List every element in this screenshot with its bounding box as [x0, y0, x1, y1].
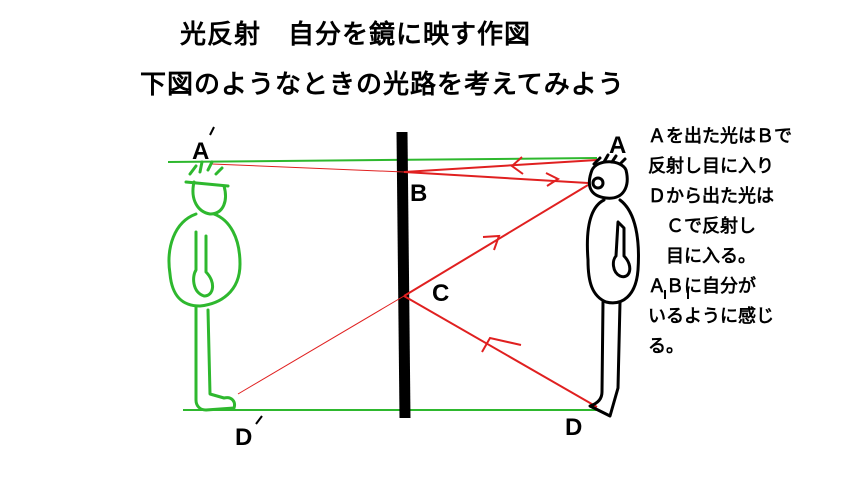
explanation-line: 反射し目に入り — [648, 156, 774, 177]
ray-b-to-eye — [403, 171, 589, 184]
green-line-top — [167, 157, 598, 163]
virtual-ray-d-prime-to-c — [237, 295, 405, 395]
person-body — [585, 198, 640, 305]
title-line-2: 下図のようなときの光路を考えてみよう — [140, 70, 625, 100]
label-a: A — [609, 132, 627, 159]
explanation-line: Ｄから出た光は — [648, 186, 774, 207]
mirror-image-figure — [167, 160, 242, 412]
explanation-line: ＡＢに自分が — [648, 276, 756, 297]
explanation-line: Ａを出た光はＢで — [648, 126, 792, 147]
arrow-b-eye — [545, 172, 561, 187]
image-legs — [194, 304, 236, 412]
label-a-prime: A — [192, 138, 210, 165]
explanation-line: 目に入る。 — [648, 246, 756, 267]
label-d: D — [565, 414, 583, 441]
image-head — [191, 180, 227, 216]
person-legs — [588, 300, 622, 418]
person-hair — [592, 153, 627, 166]
ray-d-to-c — [403, 295, 598, 408]
prime-tick-a — [209, 126, 215, 136]
arrow-d-c — [481, 336, 522, 353]
explanation-line: Ｃで反射し — [648, 216, 756, 237]
arrow-c-eye — [482, 234, 501, 251]
explanation-text: Ａを出た光はＢで 反射し目に入り Ｄから出た光は Ｃで反射し 目に入る。 ＡＢに… — [648, 122, 854, 362]
person-arm — [611, 220, 632, 279]
prime-tick-d — [255, 415, 263, 425]
ray-c-to-eye — [403, 184, 589, 297]
virtual-ray-a-prime-to-b — [211, 163, 405, 173]
person-eye — [591, 176, 605, 190]
image-hair — [184, 160, 230, 188]
explanation-line: いるように感じ — [648, 306, 774, 327]
explanation-line: る。 — [648, 336, 684, 357]
title-line-1: 光反射 自分を鏡に映す作図 — [180, 20, 532, 50]
label-c: C — [432, 280, 450, 307]
image-arm — [192, 230, 214, 298]
person-head — [587, 160, 629, 200]
image-body — [167, 212, 242, 308]
ray-a-to-b — [403, 159, 598, 173]
mirror — [396, 131, 411, 419]
arrow-ab — [510, 156, 524, 175]
person-figure — [585, 153, 640, 418]
label-b: B — [410, 180, 428, 207]
label-d-prime: D — [235, 424, 253, 451]
